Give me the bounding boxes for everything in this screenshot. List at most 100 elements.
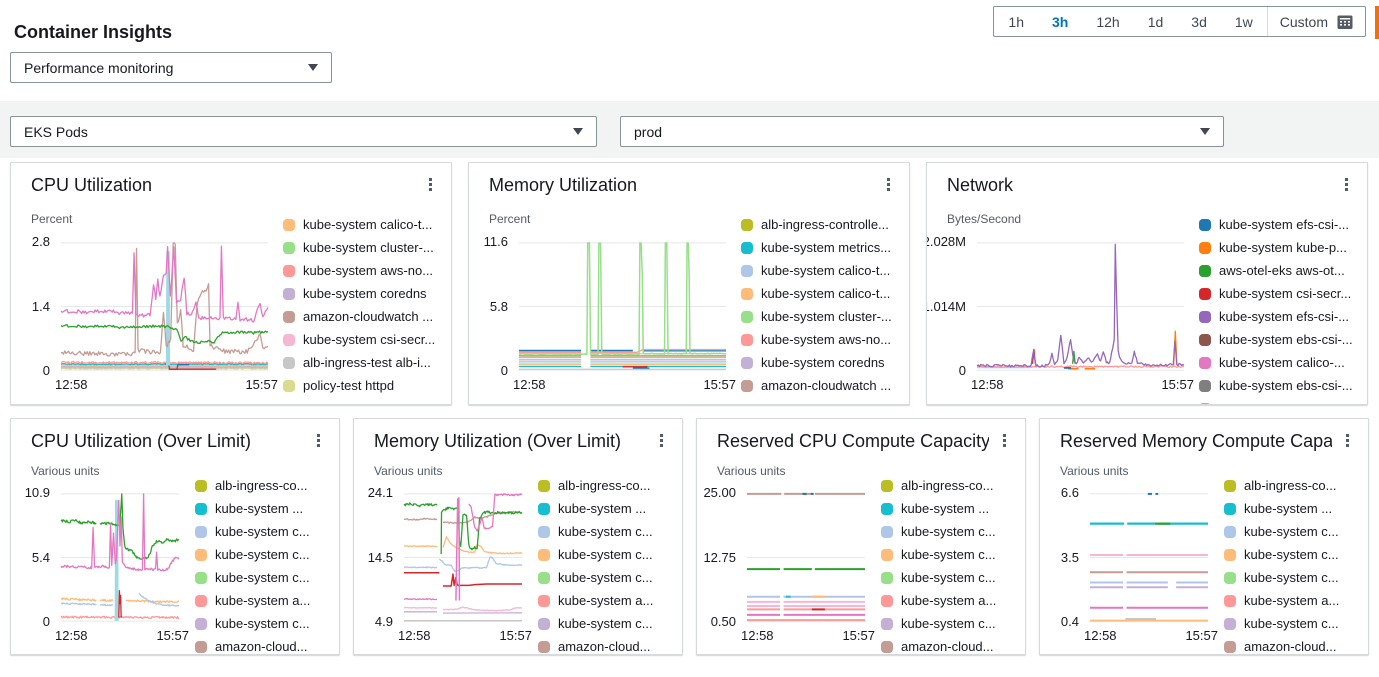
time-range-3d[interactable]: 3d bbox=[1177, 7, 1221, 36]
chart-plot[interactable]: 12:58 15:57 bbox=[513, 242, 736, 392]
legend-item[interactable]: kube-system a... bbox=[538, 593, 678, 608]
legend-item[interactable]: kube-system kube-p... bbox=[1199, 240, 1363, 255]
legend-item[interactable]: kube-system efs-csi-... bbox=[1199, 309, 1363, 324]
legend-label: kube-system c... bbox=[901, 570, 996, 585]
legend-item[interactable]: kube-system ebs-csi-... bbox=[1199, 332, 1363, 347]
legend-item[interactable]: kube-system calico-t... bbox=[741, 263, 905, 278]
legend-item[interactable]: kube-system c... bbox=[1224, 547, 1364, 562]
legend-color-dot bbox=[1199, 402, 1211, 404]
legend-item[interactable]: kube-system csi-secr... bbox=[283, 332, 447, 347]
legend-item[interactable]: alb-ingress-co... bbox=[881, 479, 1021, 493]
legend-item[interactable]: kube-system c... bbox=[195, 570, 335, 585]
legend-item[interactable]: amazon-cloudwatch ... bbox=[283, 309, 447, 324]
legend-item[interactable]: kube-system calico-t... bbox=[283, 218, 447, 232]
legend-item[interactable]: amazon-cloud... bbox=[1224, 639, 1364, 654]
legend-item[interactable]: amazon-cloud... bbox=[195, 639, 335, 654]
legend-label: kube-system coredns bbox=[303, 286, 427, 301]
legend-item[interactable]: kube-system ... bbox=[1224, 501, 1364, 516]
legend-item[interactable]: alb-ingress-controlle... bbox=[741, 218, 905, 232]
legend-item[interactable]: kube-system cluster-... bbox=[741, 309, 905, 324]
legend-item[interactable]: alb-ingress-co... bbox=[195, 479, 335, 493]
legend-item[interactable]: kube-system c... bbox=[195, 616, 335, 631]
legend-label: kube-system aws-no... bbox=[761, 332, 892, 347]
legend-item[interactable]: kube-system a... bbox=[881, 593, 1021, 608]
chart-actions-menu-button[interactable] bbox=[879, 176, 897, 196]
legend-item[interactable]: kube-system c... bbox=[195, 547, 335, 562]
legend-item[interactable]: aws-otel-eks aws-ot... bbox=[1199, 263, 1363, 278]
legend-item[interactable]: kube-system metrics... bbox=[741, 240, 905, 255]
legend-item[interactable]: kube-system calico-t... bbox=[741, 286, 905, 301]
chart-plot[interactable]: 12:58 15:57 bbox=[741, 493, 875, 643]
legend-item[interactable]: kube-system c... bbox=[881, 547, 1021, 562]
legend-label: kube-system cluster-... bbox=[761, 309, 892, 324]
legend-item[interactable]: kube-system c... bbox=[538, 547, 678, 562]
legend-item[interactable]: kube-system cluster-... bbox=[283, 240, 447, 255]
legend-item[interactable]: kube-system ... bbox=[538, 501, 678, 516]
legend-color-dot bbox=[1224, 594, 1236, 607]
legend-color-dot bbox=[741, 356, 753, 369]
chart-actions-menu-button[interactable] bbox=[1337, 176, 1355, 196]
legend-item[interactable]: alb-ingress-test alb-i... bbox=[283, 355, 447, 370]
legend-item[interactable]: amazon-cloudwatch ... bbox=[741, 378, 905, 393]
legend-item[interactable]: alb-ingress-co... bbox=[538, 479, 678, 493]
legend-color-dot bbox=[538, 617, 550, 630]
custom-time-range-button[interactable]: Custom bbox=[1266, 7, 1365, 36]
legend-item[interactable]: kube-system c... bbox=[195, 524, 335, 539]
legend-item[interactable]: kube-system c... bbox=[881, 616, 1021, 631]
time-range-12h[interactable]: 12h bbox=[1082, 7, 1133, 36]
chart-actions-menu-button[interactable] bbox=[421, 176, 439, 196]
legend-item[interactable]: amazon-cloud... bbox=[881, 639, 1021, 654]
resource-type-select[interactable]: EKS Pods bbox=[10, 116, 597, 147]
chart-plot[interactable]: 12:58 15:57 bbox=[1084, 493, 1218, 643]
legend-item[interactable]: kube-system efs-csi-... bbox=[1199, 218, 1363, 232]
legend-item[interactable]: kube-system a... bbox=[195, 593, 335, 608]
legend-item[interactable]: kube-system aws-no... bbox=[741, 332, 905, 347]
legend-item[interactable]: kube-system c... bbox=[881, 524, 1021, 539]
legend-item[interactable]: kube-system coredns bbox=[741, 355, 905, 370]
time-range-1w[interactable]: 1w bbox=[1221, 7, 1267, 36]
time-range-1h[interactable]: 1h bbox=[994, 7, 1038, 36]
legend-item[interactable]: kube-system aws-no... bbox=[283, 263, 447, 278]
y-tick-label: 0 bbox=[500, 363, 508, 378]
legend-color-dot bbox=[1224, 640, 1236, 653]
legend-item[interactable]: alb-ingress-co... bbox=[1224, 479, 1364, 493]
chart-plot[interactable]: 12:58 15:57 bbox=[971, 242, 1194, 392]
dashboard-type-select[interactable]: Performance monitoring bbox=[10, 52, 332, 83]
legend-color-dot bbox=[881, 479, 893, 492]
legend-item[interactable]: kube-system c... bbox=[1224, 616, 1364, 631]
legend-item[interactable]: kube-system ebs-csi-... bbox=[1199, 378, 1363, 393]
legend-item[interactable]: kube-system c... bbox=[1224, 570, 1364, 585]
legend-item[interactable]: kube-system csi-secr... bbox=[1199, 286, 1363, 301]
time-range-1d[interactable]: 1d bbox=[1134, 7, 1178, 36]
legend-item[interactable]: kube-system c... bbox=[538, 524, 678, 539]
y-tick-label: 0 bbox=[958, 363, 966, 378]
legend-item[interactable]: kube-system coredns bbox=[283, 286, 447, 301]
y-tick-label: 5.4 bbox=[31, 549, 50, 565]
chart-actions-menu-button[interactable] bbox=[309, 432, 327, 452]
legend-item[interactable]: kube-system c... bbox=[1224, 524, 1364, 539]
legend-item[interactable]: amazon-cloud... bbox=[538, 639, 678, 654]
legend-label: kube-system ... bbox=[215, 501, 304, 516]
legend-label: amazon-cloud... bbox=[901, 639, 994, 654]
y-tick-label: 10.9 bbox=[24, 485, 50, 500]
chart-actions-menu-button[interactable] bbox=[652, 432, 670, 452]
chart-actions-menu-button[interactable] bbox=[1338, 432, 1356, 452]
legend-item[interactable]: kube-system ... bbox=[195, 501, 335, 516]
time-range-3h[interactable]: 3h bbox=[1038, 7, 1082, 36]
legend-item[interactable]: policy-test httpd bbox=[283, 378, 447, 393]
legend-item[interactable]: kube-system c... bbox=[538, 570, 678, 585]
chart-plot[interactable]: 12:58 15:57 bbox=[55, 242, 278, 392]
legend-item[interactable]: kube-system ... bbox=[881, 501, 1021, 516]
chart-actions-menu-button[interactable] bbox=[995, 432, 1013, 452]
legend-item[interactable]: kube-system a... bbox=[1224, 593, 1364, 608]
legend-item[interactable] bbox=[1199, 402, 1363, 404]
legend-item[interactable]: kube-system calico-... bbox=[1199, 355, 1363, 370]
chart-plot[interactable]: 12:58 15:57 bbox=[55, 493, 189, 643]
cluster-select[interactable]: prod bbox=[620, 116, 1224, 147]
legend-item[interactable]: kube-system c... bbox=[881, 570, 1021, 585]
legend-item[interactable]: kube-system c... bbox=[538, 616, 678, 631]
chart-plot[interactable]: 12:58 15:57 bbox=[398, 493, 532, 643]
